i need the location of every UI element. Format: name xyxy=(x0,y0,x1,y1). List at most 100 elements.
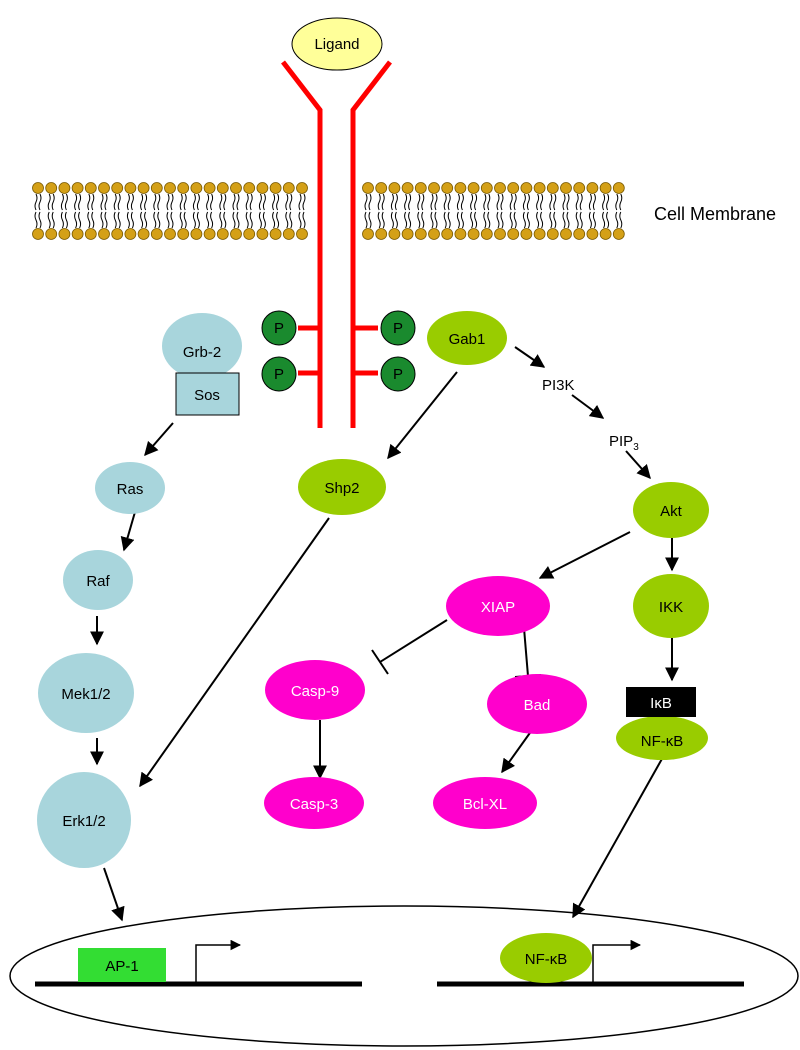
lipid-tail xyxy=(60,193,68,211)
connectors xyxy=(90,346,679,922)
lipid-tail xyxy=(522,211,530,229)
lipid-tail xyxy=(588,193,596,211)
ap1-label: AP-1 xyxy=(105,958,138,975)
lipid-head xyxy=(124,228,137,240)
lipid-tail xyxy=(153,211,161,229)
lipid-head xyxy=(98,182,110,194)
ras-label: Ras xyxy=(117,481,144,498)
cell-membrane xyxy=(32,182,625,240)
lipid-tail xyxy=(496,211,504,229)
lipid-tail xyxy=(298,211,306,229)
lipid-head xyxy=(164,228,176,240)
mek-label: Mek1/2 xyxy=(61,686,110,703)
lipid-head xyxy=(467,182,480,194)
lipid-tail xyxy=(430,211,438,229)
grb2: Grb-2 xyxy=(162,313,242,379)
raf-label: Raf xyxy=(86,573,110,590)
receptor xyxy=(281,60,392,428)
lipid-head xyxy=(467,228,480,240)
lipid-head xyxy=(190,182,203,194)
gab1: Gab1 xyxy=(427,311,507,365)
lipid-tail xyxy=(562,211,570,229)
erk-label: Erk1/2 xyxy=(62,813,105,830)
cell-membrane-label: Cell Membrane xyxy=(654,204,776,224)
sos: Sos xyxy=(175,372,240,416)
lipid-tail xyxy=(575,211,583,229)
lipid-head xyxy=(203,228,216,240)
phospho-group: P xyxy=(380,310,416,346)
lipid-head xyxy=(150,182,163,194)
lipid-head xyxy=(150,228,163,240)
lipid-head xyxy=(296,228,308,240)
lipid-head xyxy=(533,228,546,240)
lipid-head xyxy=(599,228,612,240)
lipid-tail xyxy=(443,193,451,211)
nfkb-complex: IκB NF-κB xyxy=(616,687,708,760)
lipid-tail xyxy=(74,211,82,229)
lipid-head xyxy=(375,182,388,194)
lipid-head xyxy=(32,182,44,194)
lipid-tail xyxy=(113,211,121,229)
ras: Ras xyxy=(95,462,165,514)
lipid-head xyxy=(84,228,97,240)
lipid-head xyxy=(401,182,414,194)
casp3: Casp-3 xyxy=(264,777,364,829)
lipid-tail xyxy=(536,193,544,211)
pi3k-label: PI3K xyxy=(542,377,575,394)
erk: Erk1/2 xyxy=(37,772,131,868)
lipid-head xyxy=(243,182,256,194)
lipid-tail xyxy=(377,211,385,229)
bad-label: Bad xyxy=(524,697,551,714)
lipid-head xyxy=(269,182,282,194)
lipid-tail xyxy=(377,193,385,211)
lipid-head xyxy=(586,182,599,194)
casp9: Casp-9 xyxy=(265,660,365,720)
lipid-tail xyxy=(47,193,55,211)
ligand: Ligand xyxy=(291,17,383,71)
lipid-head xyxy=(282,228,295,240)
phospho-label: P xyxy=(393,320,403,337)
lipid-head xyxy=(428,228,440,240)
lipid-tail xyxy=(536,211,544,229)
lipid-head xyxy=(507,182,520,194)
lipid-tail xyxy=(404,211,412,229)
lipid-tail xyxy=(126,211,134,229)
lipid-head xyxy=(494,228,506,240)
nucleus xyxy=(9,905,799,1047)
lipid-tail xyxy=(470,193,478,211)
lipid-tail xyxy=(522,193,530,211)
lipid-tail xyxy=(245,193,253,211)
nfkb-nuclear: NF-κB xyxy=(500,933,592,983)
lipid-head xyxy=(216,228,229,240)
lipid-tail xyxy=(113,193,121,211)
sos-label: Sos xyxy=(194,387,220,404)
lipid-head xyxy=(98,228,110,240)
lipid-tail xyxy=(456,193,464,211)
lipid-head xyxy=(454,182,467,194)
lipid-head xyxy=(58,182,71,194)
bclxl: Bcl-XL xyxy=(433,777,537,829)
lipid-tail xyxy=(232,211,240,229)
grb2-label: Grb-2 xyxy=(183,344,221,361)
lipid-tail xyxy=(404,193,412,211)
lipid-head xyxy=(388,182,401,194)
lipid-tail xyxy=(588,211,596,229)
ikk: IKK xyxy=(633,574,709,638)
shp2: Shp2 xyxy=(298,459,386,515)
lipid-head xyxy=(243,228,256,240)
lipid-tail xyxy=(258,211,266,229)
lipid-head xyxy=(124,182,137,194)
lipid-tail xyxy=(192,193,200,211)
lipid-head xyxy=(177,182,190,194)
lipid-head xyxy=(84,182,97,194)
lipid-head xyxy=(375,228,388,240)
lipid-head xyxy=(137,182,150,194)
lipid-head xyxy=(45,182,58,194)
lipid-tail xyxy=(206,193,214,211)
lipid-head xyxy=(203,182,216,194)
gab1-label: Gab1 xyxy=(449,331,486,348)
lipid-head xyxy=(454,228,467,240)
lipid-tail xyxy=(258,193,266,211)
lipid-head xyxy=(58,228,71,240)
lipid-tail xyxy=(74,193,82,211)
